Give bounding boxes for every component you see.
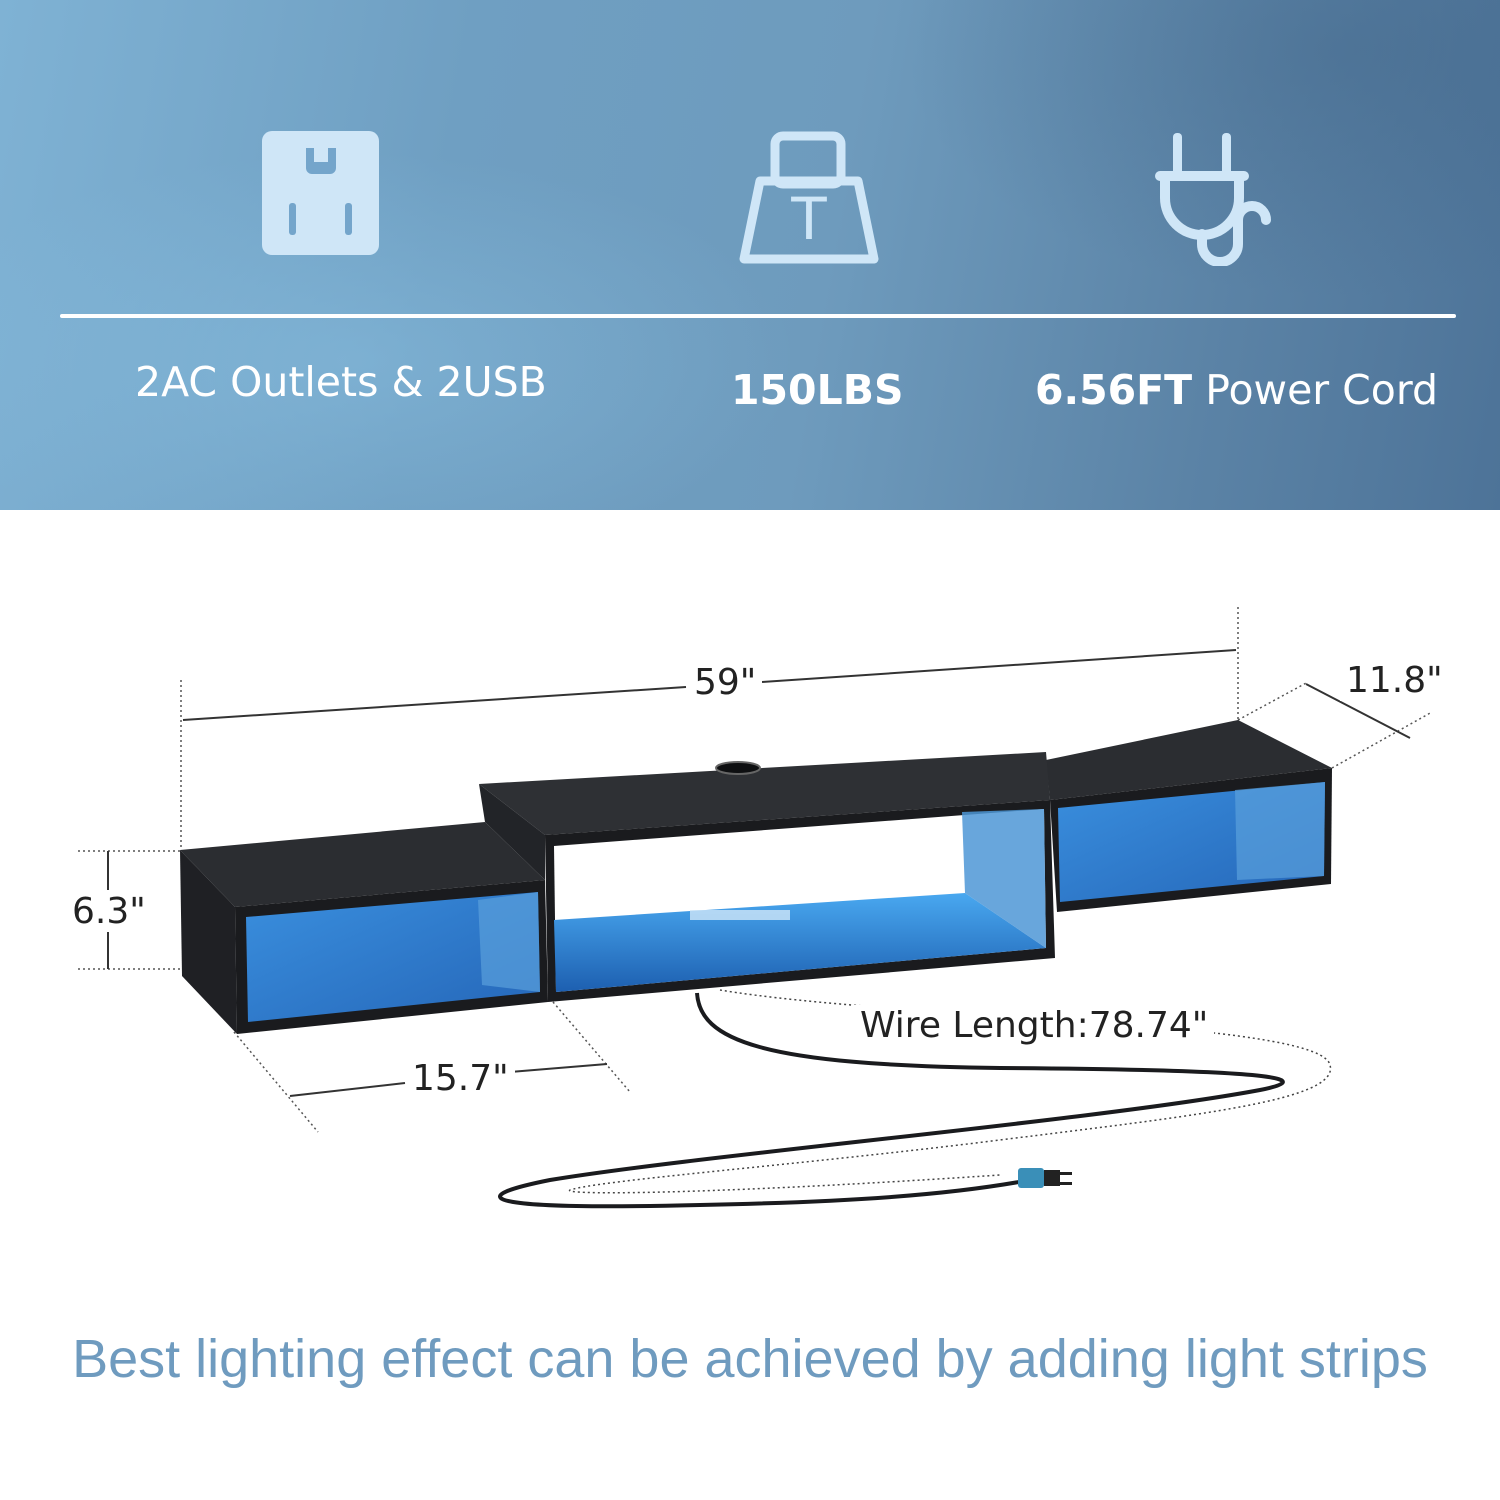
dimension-guides (78, 607, 1433, 1133)
dimension-lines (107, 649, 1411, 1097)
dimension-wire: Wire Length:78.74" (854, 1005, 1215, 1046)
dimension-depth: 11.8" (1340, 660, 1449, 701)
outlet-icon (262, 131, 379, 255)
dimension-height: 6.3" (66, 891, 152, 932)
left-cabinet (180, 822, 548, 1034)
banner-glow (0, 150, 800, 510)
feature-cord-text: Power Cord (1205, 366, 1439, 414)
banner-divider (60, 314, 1456, 318)
power-wire (498, 989, 1332, 1209)
feature-weight-label: 150LBS (731, 366, 904, 414)
middle-cabinet (479, 752, 1055, 1002)
feature-cord-value: 6.56FT (1035, 366, 1193, 414)
feature-cord-label: 6.56FT Power Cord (1035, 366, 1438, 414)
feature-outlets-label: 2AC Outlets & 2USB (135, 358, 547, 406)
lighting-caption: Best lighting effect can be achieved by … (72, 1329, 1428, 1389)
right-cabinet (1046, 720, 1332, 912)
dimension-width: 59" (688, 662, 763, 703)
plug-icon (1155, 133, 1271, 266)
feature-banner: T 2AC Outlets & 2USB 150LBS 6.56FT Power… (0, 0, 1500, 510)
weight-icon-letter: T (790, 185, 827, 253)
weight-icon: T (739, 131, 879, 264)
product-diagram (78, 607, 1433, 1209)
plug-head (1018, 1168, 1044, 1188)
dimension-side-depth: 15.7" (406, 1058, 515, 1099)
